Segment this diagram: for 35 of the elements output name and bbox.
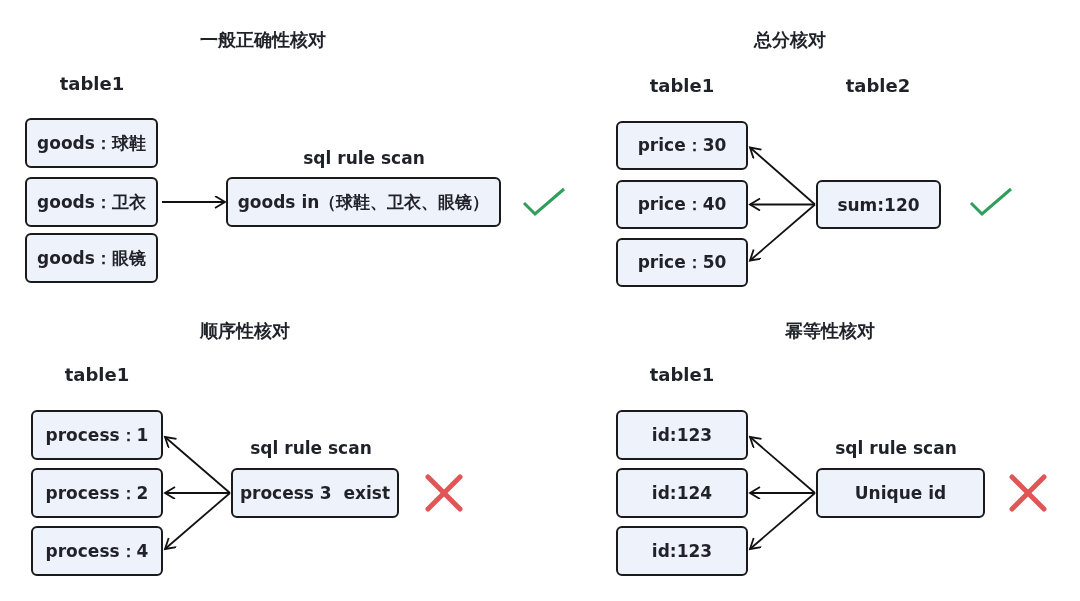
table-label: table1 — [649, 363, 715, 385]
table-label: table1 — [59, 72, 125, 94]
process-box: goods in（球鞋、卫衣、眼镜） — [226, 177, 501, 227]
process-box: sum:120 — [816, 180, 941, 229]
process-box: goods：卫衣 — [25, 177, 158, 227]
section-title: 总分核对 — [754, 28, 826, 52]
arrow — [161, 195, 226, 209]
process-box: goods：球鞋 — [25, 118, 158, 168]
arrow — [749, 492, 816, 550]
process-box: process 3 exist — [231, 468, 399, 518]
process-box: process：4 — [31, 526, 163, 576]
arrow — [164, 436, 231, 494]
process-box: price：50 — [616, 238, 748, 287]
arrow — [749, 486, 816, 500]
process-box: process：1 — [31, 410, 163, 460]
arrow — [164, 486, 231, 500]
table-label: table2 — [845, 74, 911, 96]
arrow — [749, 197, 816, 212]
arrow — [749, 436, 816, 494]
arrow — [749, 203, 816, 262]
section-title: 一般正确性核对 — [200, 28, 326, 52]
process-box: id:123 — [616, 526, 748, 576]
process-box: id:124 — [616, 468, 748, 518]
arrow — [164, 492, 231, 550]
table-label: table1 — [649, 74, 715, 96]
process-box: price：40 — [616, 180, 748, 229]
process-box: Unique id — [816, 468, 985, 518]
process-box: process：2 — [31, 468, 163, 518]
section-title: 顺序性核对 — [200, 319, 290, 343]
process-box: id:123 — [616, 410, 748, 460]
table-label: table1 — [64, 363, 130, 385]
process-box: goods：眼镜 — [25, 233, 158, 283]
arrow — [749, 146, 816, 206]
process-box: price：30 — [616, 121, 748, 170]
section-title: 幂等性核对 — [785, 319, 875, 343]
